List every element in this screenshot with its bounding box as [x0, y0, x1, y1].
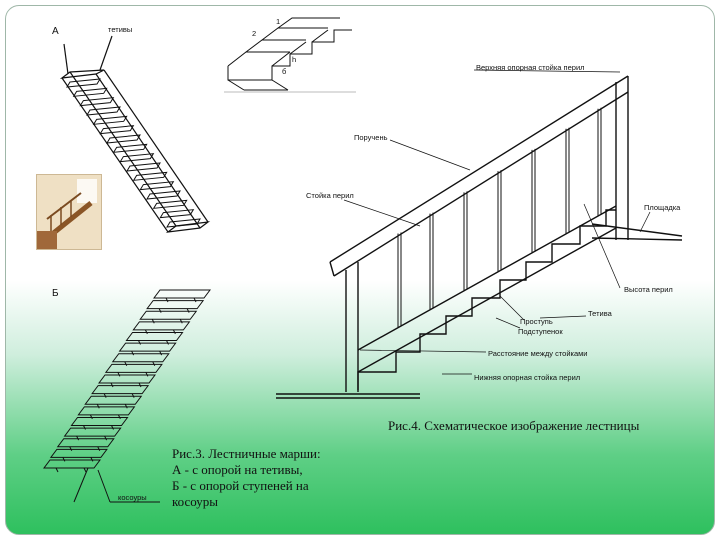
stair-photo: [36, 174, 102, 250]
label-rail-height: Высота перил: [624, 285, 673, 294]
tread-b: [139, 310, 198, 320]
tread-a: [132, 171, 168, 181]
tread-b-leg: [110, 382, 114, 388]
inset-num-1: 1: [276, 17, 280, 26]
tread-a: [139, 181, 175, 191]
tread-a: [166, 218, 201, 228]
tread-b-leg: [159, 350, 163, 356]
tread-b: [77, 406, 136, 416]
tread-b: [118, 342, 177, 352]
tread-a: [106, 134, 141, 144]
tread-b: [132, 321, 191, 331]
tread-b-leg: [179, 319, 183, 324]
caption-fig3-line1: Рис.3. Лестничные марши:: [172, 446, 321, 461]
tread-b-leg: [69, 446, 73, 451]
label-tetivy: тетивы: [108, 25, 132, 34]
tread-b: [98, 374, 156, 384]
stair-a-drawing: [59, 35, 211, 233]
tread-b-leg: [104, 435, 108, 441]
tread-b: [125, 332, 184, 341]
tread-b-leg: [152, 361, 156, 366]
tread-a: [79, 97, 115, 107]
tread-b-leg: [117, 372, 121, 377]
tread-a: [92, 115, 128, 125]
tread-b-leg: [111, 425, 114, 430]
tread-b: [146, 300, 205, 310]
tread-b: [63, 427, 122, 437]
inset-num-3: б: [282, 67, 286, 76]
label-bottom-post: Нижняя опорная стойка перил: [474, 373, 580, 382]
label-spacing: Расстояние между стойками: [488, 349, 588, 358]
inset-num-4: h: [292, 55, 296, 64]
label-kosoury: косоуры: [118, 493, 147, 502]
tread-a: [72, 87, 108, 97]
tread-a: [126, 162, 161, 172]
tread-b-leg: [172, 329, 176, 335]
label-top-post: Верхняя опорная стойка перил: [476, 63, 585, 72]
tread-a: [159, 209, 195, 219]
tread-b: [49, 448, 108, 458]
tread-a: [99, 125, 135, 135]
caption-fig4: Рис.4. Схематическое изображение лестниц…: [388, 418, 640, 433]
tread-b-leg: [145, 372, 149, 377]
slide: [5, 5, 715, 535]
caption-fig3-line2: А - с опорой на тетивы,: [172, 462, 303, 477]
tread-a: [146, 190, 181, 200]
tread-b-leg: [83, 425, 86, 430]
tread-b-leg: [89, 414, 93, 420]
tread-b-leg: [165, 297, 169, 303]
label-a: А: [52, 26, 59, 37]
tread-b: [91, 385, 150, 395]
label-landing: Площадка: [644, 203, 681, 212]
stair-schematic: [276, 75, 683, 399]
tread-b-leg: [131, 350, 135, 356]
tread-b-leg: [96, 404, 100, 409]
caption-fig3-line4: косоуры: [172, 494, 218, 509]
tread-a: [112, 143, 148, 153]
tread-b-leg: [138, 382, 142, 388]
tread-b: [43, 459, 101, 469]
tread-b-leg: [62, 457, 66, 462]
label-riser: Подступенок: [518, 327, 563, 336]
tread-b-leg: [186, 308, 190, 313]
tread-b-leg: [166, 340, 169, 345]
tread-b: [70, 417, 129, 426]
tread-b-leg: [124, 404, 128, 409]
tread-b-leg: [83, 467, 87, 473]
tread-b-leg: [55, 467, 59, 473]
tread-a: [119, 153, 155, 163]
caption-fig3-line3: Б - с опорой ступеней на: [172, 478, 309, 493]
tread-b: [111, 353, 170, 363]
label-tread: Проступь: [520, 317, 553, 326]
tread-b-leg: [103, 393, 107, 398]
tread-b-leg: [76, 435, 80, 441]
tread-b-leg: [90, 457, 94, 462]
tread-b-leg: [138, 340, 141, 345]
tread-a: [86, 106, 121, 116]
tread-b: [153, 289, 211, 299]
tread-b: [56, 438, 115, 448]
tread-b-leg: [193, 297, 197, 303]
step-inset: [224, 17, 356, 93]
tread-b-leg: [97, 446, 101, 451]
tread-b: [84, 395, 143, 405]
inset-num-2: 2: [252, 29, 256, 38]
tread-b-leg: [144, 329, 148, 335]
tread-b-leg: [131, 393, 135, 398]
leader-lines: [343, 69, 651, 375]
tread-b-leg: [151, 319, 155, 324]
tread-b-leg: [158, 308, 162, 313]
stair-b-drawing: [43, 289, 211, 503]
tread-b-leg: [117, 414, 121, 420]
stair-photo-image: [37, 175, 101, 249]
tread-b: [104, 363, 163, 373]
label-baluster: Стойка перил: [306, 191, 354, 200]
tread-a: [66, 78, 101, 88]
label-b: Б: [52, 288, 59, 299]
label-handrail: Поручень: [354, 133, 388, 142]
tread-a: [152, 199, 188, 209]
tread-b-leg: [124, 361, 128, 366]
label-stringer: Тетива: [588, 309, 613, 318]
